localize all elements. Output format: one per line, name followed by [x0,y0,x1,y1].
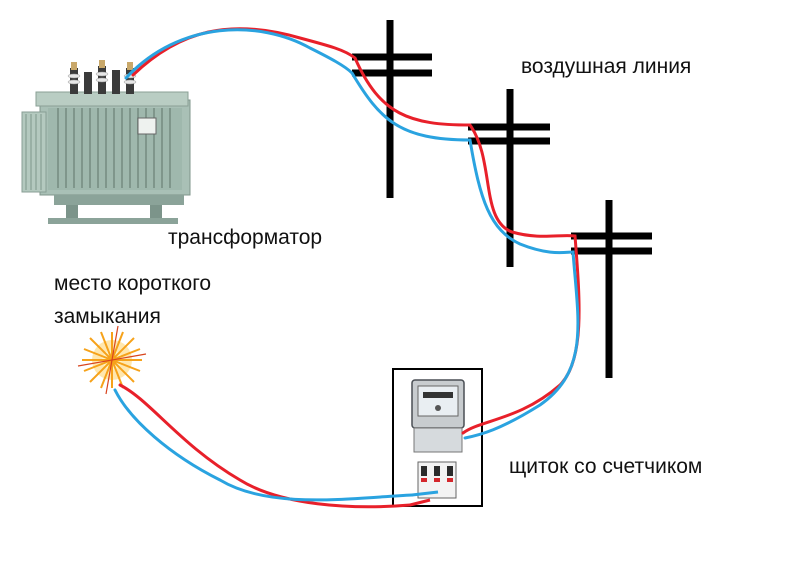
pole-2 [468,89,550,267]
pole-3 [571,200,652,378]
short-circuit-label: место короткого замыкания [54,268,211,333]
neutral-wire-drop [411,490,439,497]
short-circuit-label-line-1: место короткого [54,272,212,295]
pole-1 [352,20,432,198]
transformer-label: трансформатор [168,226,323,249]
panel-label: щиток со счетчиком [509,455,703,478]
neutral-wire [113,28,580,502]
phase-wire-drop [409,498,431,507]
short-circuit-label-line-2: замыкания [54,304,161,328]
transformer-image [21,60,191,224]
spark-icon [77,325,147,395]
overhead-line-label: воздушная линия [521,55,692,78]
